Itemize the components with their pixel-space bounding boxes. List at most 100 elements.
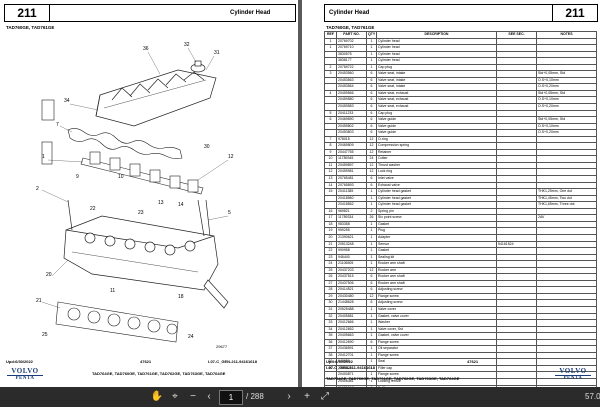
cell-notes xyxy=(536,207,597,216)
callout: 36 xyxy=(143,46,149,52)
cell-notes: THK1,25mm, One dot xyxy=(536,188,597,196)
left-footer-code: I-07-C_GEN-211-94161618 xyxy=(208,359,257,364)
cell-notes: O.S+0,10mm xyxy=(536,122,597,131)
left-footer-date: Upd:6/30/2022 xyxy=(6,359,33,364)
page-total: / 288 xyxy=(246,392,264,401)
cell-notes xyxy=(536,181,597,190)
right-models-footer: TAD764GE, TAD760GE, TAD761GE, TAD762GE, … xyxy=(326,376,460,381)
callout: 11 xyxy=(110,288,115,294)
exploded-view-diagram: 36 32 31 34 7 1 12 2 5 20 21 9 10 13 14 … xyxy=(36,42,234,343)
rocker-arm-assembly xyxy=(41,99,204,195)
col-qty: QTY xyxy=(366,31,377,39)
callout: 14 xyxy=(178,202,184,208)
callout: 7 xyxy=(56,122,59,128)
cylinder-head-drawing xyxy=(63,199,229,309)
left-page-header: 211 Cylinder Head xyxy=(4,4,296,22)
cell-notes xyxy=(536,168,597,176)
left-footer-num: 47621 xyxy=(140,359,152,364)
callout: 12 xyxy=(228,154,234,160)
callout: 32 xyxy=(184,42,190,48)
zoom-out-icon[interactable]: − xyxy=(190,391,196,402)
right-page-number: 211 xyxy=(552,5,597,21)
right-page-header: Cylinder Head 211 xyxy=(324,4,598,22)
callout: 25 xyxy=(42,332,48,338)
callout: 5 xyxy=(228,210,231,216)
page-number-input[interactable]: 1 xyxy=(219,390,243,405)
zoom-level[interactable]: 57.0 xyxy=(585,392,600,401)
head-gasket-drawing xyxy=(55,301,179,343)
callout: 1 xyxy=(42,154,45,160)
cell-notes xyxy=(536,161,597,170)
callout: 20 xyxy=(46,272,52,278)
cell-notes xyxy=(536,384,597,387)
table-row: 216806171Baffle xyxy=(324,384,597,387)
callout: 2 xyxy=(36,186,39,192)
cell-notes: THK1,45mm, Two dot xyxy=(536,194,597,203)
zoom-in-icon[interactable]: + xyxy=(304,391,310,402)
valve-cover-drawing xyxy=(95,60,217,127)
parts-table: REF PART NO. QTY DESCRIPTION SEE SEC. NO… xyxy=(324,31,597,387)
cell-notes: THK1,65mm, Three dot xyxy=(536,201,597,209)
fit-icon[interactable]: ⤢ xyxy=(321,391,329,402)
right-models: TAD760GE, TAD761GE xyxy=(326,25,375,30)
callout: 21 xyxy=(36,298,42,304)
next-page-icon[interactable]: › xyxy=(287,391,291,402)
cell-notes xyxy=(536,175,597,183)
prev-page-icon[interactable]: ‹ xyxy=(207,391,211,402)
cell-notes: 2AV xyxy=(536,214,597,222)
logo-line2: PENTA xyxy=(15,376,35,381)
valve-cover-gasket xyxy=(67,128,183,159)
callout: 9 xyxy=(76,174,79,180)
select-icon[interactable]: ⌖ xyxy=(172,391,178,402)
cell-notes xyxy=(536,155,597,163)
callout: 24 xyxy=(188,334,194,340)
callout: 31 xyxy=(214,50,220,56)
callout: 34 xyxy=(64,98,70,104)
volvo-penta-logo-left: VOLVO PENTA xyxy=(4,367,46,384)
hand-icon[interactable]: ✋ xyxy=(150,391,164,402)
right-page-title: Cylinder Head xyxy=(329,10,370,16)
figure-number: 29677 xyxy=(216,344,228,349)
cell-notes xyxy=(536,227,597,235)
logo-line1: VOLVO xyxy=(559,367,587,375)
callout: 30 xyxy=(204,144,210,150)
callout: 23 xyxy=(138,210,144,216)
left-page-number: 211 xyxy=(5,5,50,21)
cell-notes xyxy=(536,148,597,157)
left-page-title: Cylinder Head xyxy=(230,10,271,16)
cell-notes xyxy=(536,247,597,255)
callout: 18 xyxy=(178,294,184,300)
right-page: Cylinder Head 211 TAD760GE, TAD761GE REF… xyxy=(302,0,600,387)
callout: 22 xyxy=(90,206,96,212)
pdf-toolbar: ✋ ⌖ − ‹ 1 / 288 › + ⤢ 57.0 xyxy=(0,387,600,407)
parts-table-header: REF PART NO. QTY DESCRIPTION SEE SEC. NO… xyxy=(324,31,597,39)
cell-notes xyxy=(536,220,597,229)
logo-line1: VOLVO xyxy=(11,367,39,375)
callout-labels: 36 32 31 34 7 1 12 2 5 20 21 9 10 13 14 … xyxy=(36,42,234,340)
